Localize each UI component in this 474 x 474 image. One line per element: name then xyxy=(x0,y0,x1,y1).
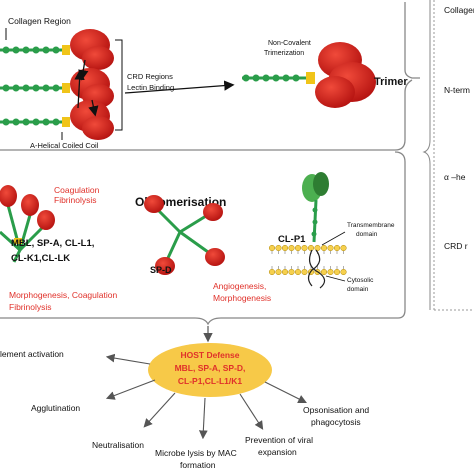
collectin-chain-1 xyxy=(0,29,114,70)
lipid-head xyxy=(281,244,289,252)
lipid-head xyxy=(333,244,341,252)
viral-line1: Prevention of viral xyxy=(245,435,313,445)
lipid-head xyxy=(327,244,334,252)
lipid-head xyxy=(288,244,295,252)
lipid-head xyxy=(327,268,334,276)
coagulation-label: Coagulation xyxy=(54,185,100,195)
lipid-head xyxy=(340,268,347,276)
mbl-bouquet xyxy=(0,185,55,263)
mbl-group-line1: MBL, SP-A, CL-L1, xyxy=(11,238,94,249)
transmembrane-line2: domain xyxy=(356,231,378,238)
spd-molecule xyxy=(144,195,225,275)
crd-regions-label: CRD Regions xyxy=(127,72,173,81)
lipid-head xyxy=(307,244,315,252)
angiogenesis-line2: Morphogenesis xyxy=(213,293,271,303)
crd-bracket xyxy=(115,39,123,131)
angiogenesis-line1: Angiogenesis, xyxy=(213,281,266,291)
transmembrane-line1: Transmembrane xyxy=(347,222,395,229)
host-defense-ellipse xyxy=(148,343,272,397)
top-panel-border xyxy=(0,79,413,151)
lipid-head xyxy=(301,268,308,276)
right-panel: Collagen N-term α –he CRD r xyxy=(422,0,474,311)
lipid-head xyxy=(340,244,347,252)
coil-arrow-2 xyxy=(88,99,99,117)
lipid-head xyxy=(268,244,276,252)
cytosolic-line1: Cytosolic xyxy=(347,277,374,284)
trimerization-arrow xyxy=(124,80,235,94)
arrow-microbe-lysis xyxy=(198,397,208,440)
trimer-molecule xyxy=(242,42,376,108)
microbe-lysis-line1: Microbe lysis by MAC xyxy=(155,448,237,458)
host-defense-title: HOST Defense xyxy=(180,350,239,360)
neutralisation-label: Neutralisation xyxy=(92,440,144,450)
trimer-label: Trimer xyxy=(374,76,408,88)
middle-panel-border xyxy=(0,151,406,326)
arrow-opsonisation xyxy=(264,381,307,403)
lipid-head xyxy=(320,244,328,252)
arrow-neutralisation xyxy=(143,392,176,428)
lipid-head xyxy=(275,268,282,276)
lipid-head xyxy=(281,268,289,276)
right-collagen-label: Collagen xyxy=(444,5,474,15)
complement-label: lement activation xyxy=(0,349,64,359)
mbl-group-line2: CL-K1,CL-LK xyxy=(11,253,70,264)
lipid-head xyxy=(314,244,321,252)
viral-line2: expansion xyxy=(258,447,297,457)
lipid-head xyxy=(294,268,302,276)
lipid-head xyxy=(320,268,328,276)
lipid-head xyxy=(294,244,302,252)
top-panel: Collagen Region CRD Regions Lectin Bindi… xyxy=(0,2,420,151)
lipid-head xyxy=(268,268,276,276)
agglutination-label: Agglutination xyxy=(31,403,80,413)
non-covalent-label: Non-Covalent xyxy=(268,40,311,47)
clp1-label: CL-P1 xyxy=(278,234,306,245)
host-defense-line2: MBL, SP-A, SP-D, xyxy=(175,363,246,373)
middle-panel: Coagulation Fibrinolysis MBL, SP-A, CL-L… xyxy=(0,151,406,326)
opsonisation-line2: phagocytosis xyxy=(311,417,361,427)
right-crd-label: CRD r xyxy=(444,241,468,251)
opsonisation-line1: Opsonisation and xyxy=(303,405,369,415)
top-right-bracket xyxy=(404,2,420,79)
lipid-head xyxy=(275,244,282,252)
lipid-head xyxy=(288,268,295,276)
arrow-agglutination xyxy=(105,379,156,400)
right-nterm-label: N-term xyxy=(444,85,470,95)
arrow-viral xyxy=(239,393,264,430)
arrow-complement xyxy=(105,353,151,365)
right-alpha-label: α –he xyxy=(444,172,466,182)
collagen-region-label: Collagen Region xyxy=(8,16,71,26)
coil-arrow-3 xyxy=(74,69,85,109)
trimerization-label: Trimerization xyxy=(264,50,304,57)
collectin-chain-3 xyxy=(0,100,114,140)
host-defense-line3: CL-P1,CL-L1/K1 xyxy=(178,376,243,386)
morpho-label-line2: Fibrinolysis xyxy=(9,302,52,312)
collectin-chain-2 xyxy=(0,68,114,108)
spd-label: SP-D xyxy=(150,265,172,275)
cytosolic-line2: domain xyxy=(347,286,369,293)
lectin-binding-label: Lectin Binding xyxy=(127,83,174,92)
lipid-head xyxy=(301,244,308,252)
morpho-label-line1: Morphogenesis, Coagulation xyxy=(9,290,117,300)
helical-coil-label: A-Helical Coiled Coil xyxy=(30,141,99,150)
lipid-head xyxy=(333,268,341,276)
bottom-panel: HOST Defense MBL, SP-A, SP-D, CL-P1,CL-L… xyxy=(0,326,369,470)
fibrinolysis-label: Fibrinolysis xyxy=(54,195,97,205)
clp1-molecule xyxy=(302,172,329,243)
cell-membrane xyxy=(268,244,347,289)
microbe-lysis-line2: formation xyxy=(180,460,216,470)
